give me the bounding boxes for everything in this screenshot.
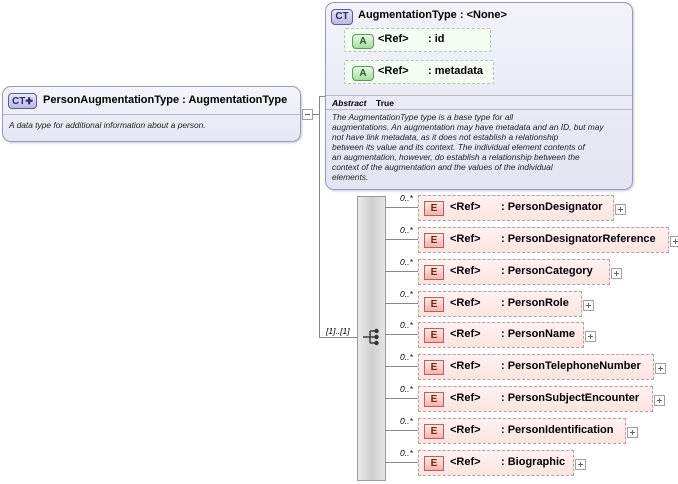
connector-line [319, 337, 357, 338]
element-cardinality: 0..* [400, 289, 413, 299]
element-person-telephone-number[interactable]: E <Ref> : PersonTelephoneNumber [418, 354, 654, 380]
connector-line [385, 303, 418, 304]
divider [326, 95, 632, 96]
expand-toggle[interactable] [615, 204, 626, 215]
element-badge: E [424, 424, 444, 439]
element-cardinality: 0..* [400, 257, 413, 267]
element-ref: <Ref> [450, 456, 481, 468]
element-cardinality: 0..* [400, 448, 413, 458]
element-cardinality: 0..* [400, 352, 413, 362]
element-badge: E [424, 360, 444, 375]
element-ref: <Ref> [450, 265, 481, 277]
expand-toggle[interactable] [654, 395, 665, 406]
complex-type-badge: CT [331, 9, 353, 25]
element-ref: <Ref> [450, 360, 481, 372]
element-badge: E [424, 265, 444, 280]
connector-line [312, 114, 319, 115]
connector-line [319, 96, 320, 338]
element-name: : PersonDesignator [501, 201, 603, 213]
connector-line [385, 334, 418, 335]
connector-line [385, 271, 418, 272]
element-ref: <Ref> [450, 424, 481, 436]
element-badge: E [424, 297, 444, 312]
expand-toggle[interactable] [575, 459, 586, 470]
element-cardinality: 0..* [400, 320, 413, 330]
attribute-id[interactable]: A <Ref> : id [344, 28, 491, 52]
element-cardinality: 0..* [400, 225, 413, 235]
element-person-category[interactable]: E <Ref> : PersonCategory [418, 259, 610, 285]
element-ref: <Ref> [450, 233, 481, 245]
connector-line [385, 366, 418, 367]
sequence-icon [363, 328, 379, 346]
main-type-documentation: A data type for additional information a… [9, 120, 206, 130]
expand-toggle[interactable] [655, 363, 666, 374]
element-cardinality: 0..* [400, 416, 413, 426]
element-name: : PersonRole [501, 297, 569, 309]
element-ref: <Ref> [450, 201, 481, 213]
person-augmentation-type-box[interactable]: CT✚ PersonAugmentationType : Augmentatio… [2, 86, 301, 142]
attribute-name: : id [428, 33, 445, 45]
attribute-ref: <Ref> [378, 33, 409, 45]
base-type-documentation: The AugmentationType type is a base type… [332, 112, 604, 182]
attribute-ref: <Ref> [378, 65, 409, 77]
element-name: : PersonCategory [501, 265, 593, 277]
element-person-role[interactable]: E <Ref> : PersonRole [418, 291, 582, 317]
element-name: : PersonTelephoneNumber [501, 360, 641, 372]
divider [3, 114, 300, 115]
sequence-cardinality: [1]..[1] [326, 326, 350, 336]
sequence-compositor[interactable] [357, 196, 386, 481]
abstract-label: Abstract [332, 98, 367, 108]
base-type-title: AugmentationType : <None> [358, 9, 507, 21]
connector-line [385, 239, 418, 240]
element-ref: <Ref> [450, 328, 481, 340]
expand-toggle[interactable] [611, 268, 622, 279]
element-name: : PersonName [501, 328, 575, 340]
element-name: : PersonSubjectEncounter [501, 392, 640, 404]
element-cardinality: 0..* [400, 384, 413, 394]
augmentation-type-box[interactable]: CT AugmentationType : <None> A <Ref> : i… [325, 2, 633, 190]
attribute-badge: A [352, 66, 374, 81]
connector-line [385, 430, 418, 431]
element-biographic[interactable]: E <Ref> : Biographic [418, 450, 574, 476]
attribute-name: : metadata [428, 65, 484, 77]
element-person-name[interactable]: E <Ref> : PersonName [418, 322, 584, 348]
element-badge: E [424, 392, 444, 407]
connector-line [385, 398, 418, 399]
connector-line [385, 207, 418, 208]
expand-toggle[interactable] [627, 427, 638, 438]
expand-toggle[interactable] [585, 331, 596, 342]
main-type-title: PersonAugmentationType : AugmentationTyp… [43, 94, 288, 106]
element-ref: <Ref> [450, 392, 481, 404]
attribute-metadata[interactable]: A <Ref> : metadata [344, 60, 494, 84]
expand-toggle[interactable] [583, 300, 594, 311]
element-badge: E [424, 328, 444, 343]
attribute-badge: A [352, 34, 374, 49]
element-name: : PersonIdentification [501, 424, 614, 436]
divider [326, 109, 632, 110]
connector-line [319, 96, 325, 97]
element-badge: E [424, 456, 444, 471]
abstract-value: True [376, 98, 394, 108]
element-name: : PersonDesignatorReference [501, 233, 656, 245]
element-person-designator[interactable]: E <Ref> : PersonDesignator [418, 195, 614, 221]
element-person-designator-reference[interactable]: E <Ref> : PersonDesignatorReference [418, 227, 669, 253]
element-cardinality: 0..* [400, 193, 413, 203]
element-ref: <Ref> [450, 297, 481, 309]
element-badge: E [424, 233, 444, 248]
complex-type-badge: CT✚ [8, 93, 37, 109]
element-person-identification[interactable]: E <Ref> : PersonIdentification [418, 418, 626, 444]
element-name: : Biographic [501, 456, 566, 468]
expand-toggle[interactable] [670, 236, 678, 247]
connector-line [385, 462, 418, 463]
element-person-subject-encounter[interactable]: E <Ref> : PersonSubjectEncounter [418, 386, 653, 412]
element-badge: E [424, 201, 444, 216]
